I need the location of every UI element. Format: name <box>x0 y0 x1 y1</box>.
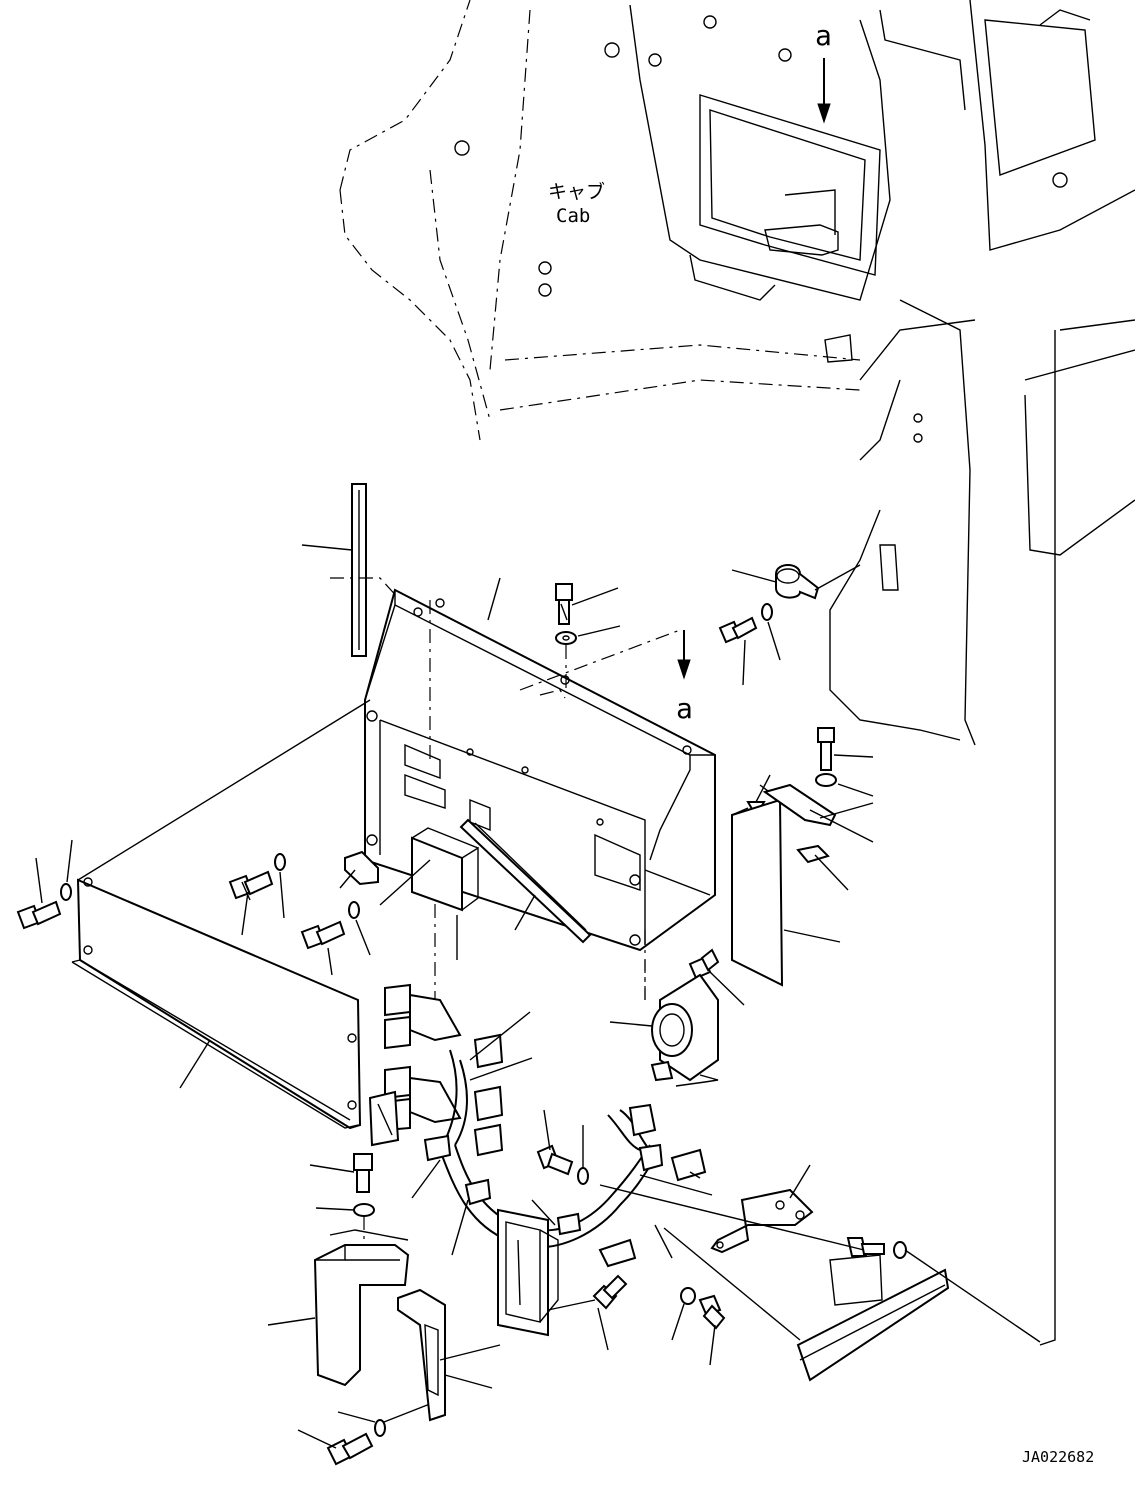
relay-block <box>411 827 479 960</box>
bolt-icon <box>817 727 835 771</box>
washer-icon <box>680 1287 696 1305</box>
washer-icon <box>274 853 286 871</box>
bolt-icon <box>698 1294 726 1330</box>
cover-plate <box>71 699 371 1130</box>
washer-icon <box>353 1203 375 1217</box>
drawing-number: JA022682 <box>1022 1448 1094 1466</box>
bolt-icon <box>555 583 573 625</box>
din-rail <box>459 818 592 944</box>
washer-icon <box>60 883 72 901</box>
cab-label-en: Cab <box>556 205 590 227</box>
bolt-icon <box>536 1144 574 1176</box>
washer-icon <box>555 631 577 645</box>
side-cover <box>731 783 874 987</box>
bolt-icon <box>718 616 758 644</box>
lower-cover <box>267 1229 410 1387</box>
leader-lines <box>379 577 874 906</box>
washer-icon <box>348 901 360 919</box>
connector-icon <box>344 850 379 886</box>
grommet-icon <box>796 844 830 864</box>
bolt-icon <box>16 900 62 930</box>
bolt-icon <box>300 920 346 950</box>
cab-label-jp: キャブ <box>548 180 605 203</box>
small-bracket <box>710 1164 814 1254</box>
bolt-icon <box>353 1153 373 1193</box>
washer-icon <box>577 1167 589 1185</box>
view-mark-a-bottom: a <box>676 692 693 725</box>
wire-harness <box>368 983 713 1268</box>
bolt-icon <box>592 1274 628 1310</box>
washer-icon <box>815 773 837 787</box>
buzzer <box>609 960 719 1087</box>
mounting-bracket <box>397 1288 501 1422</box>
bolt-icon <box>228 870 274 900</box>
bolt-icon <box>326 1432 374 1466</box>
connector-plate <box>497 1208 596 1337</box>
lower-rail <box>599 1184 1041 1382</box>
plate-icon <box>762 783 837 827</box>
washer-icon <box>761 603 773 621</box>
cab-structure: キャブ Cab a <box>339 0 1135 1346</box>
view-mark-a-top: a <box>815 19 832 52</box>
washer-icon <box>374 1419 386 1437</box>
clamp-icon <box>775 564 820 600</box>
bolt-icon <box>688 948 720 980</box>
main-case <box>364 588 716 1005</box>
view-arrow-a: a <box>676 630 693 725</box>
